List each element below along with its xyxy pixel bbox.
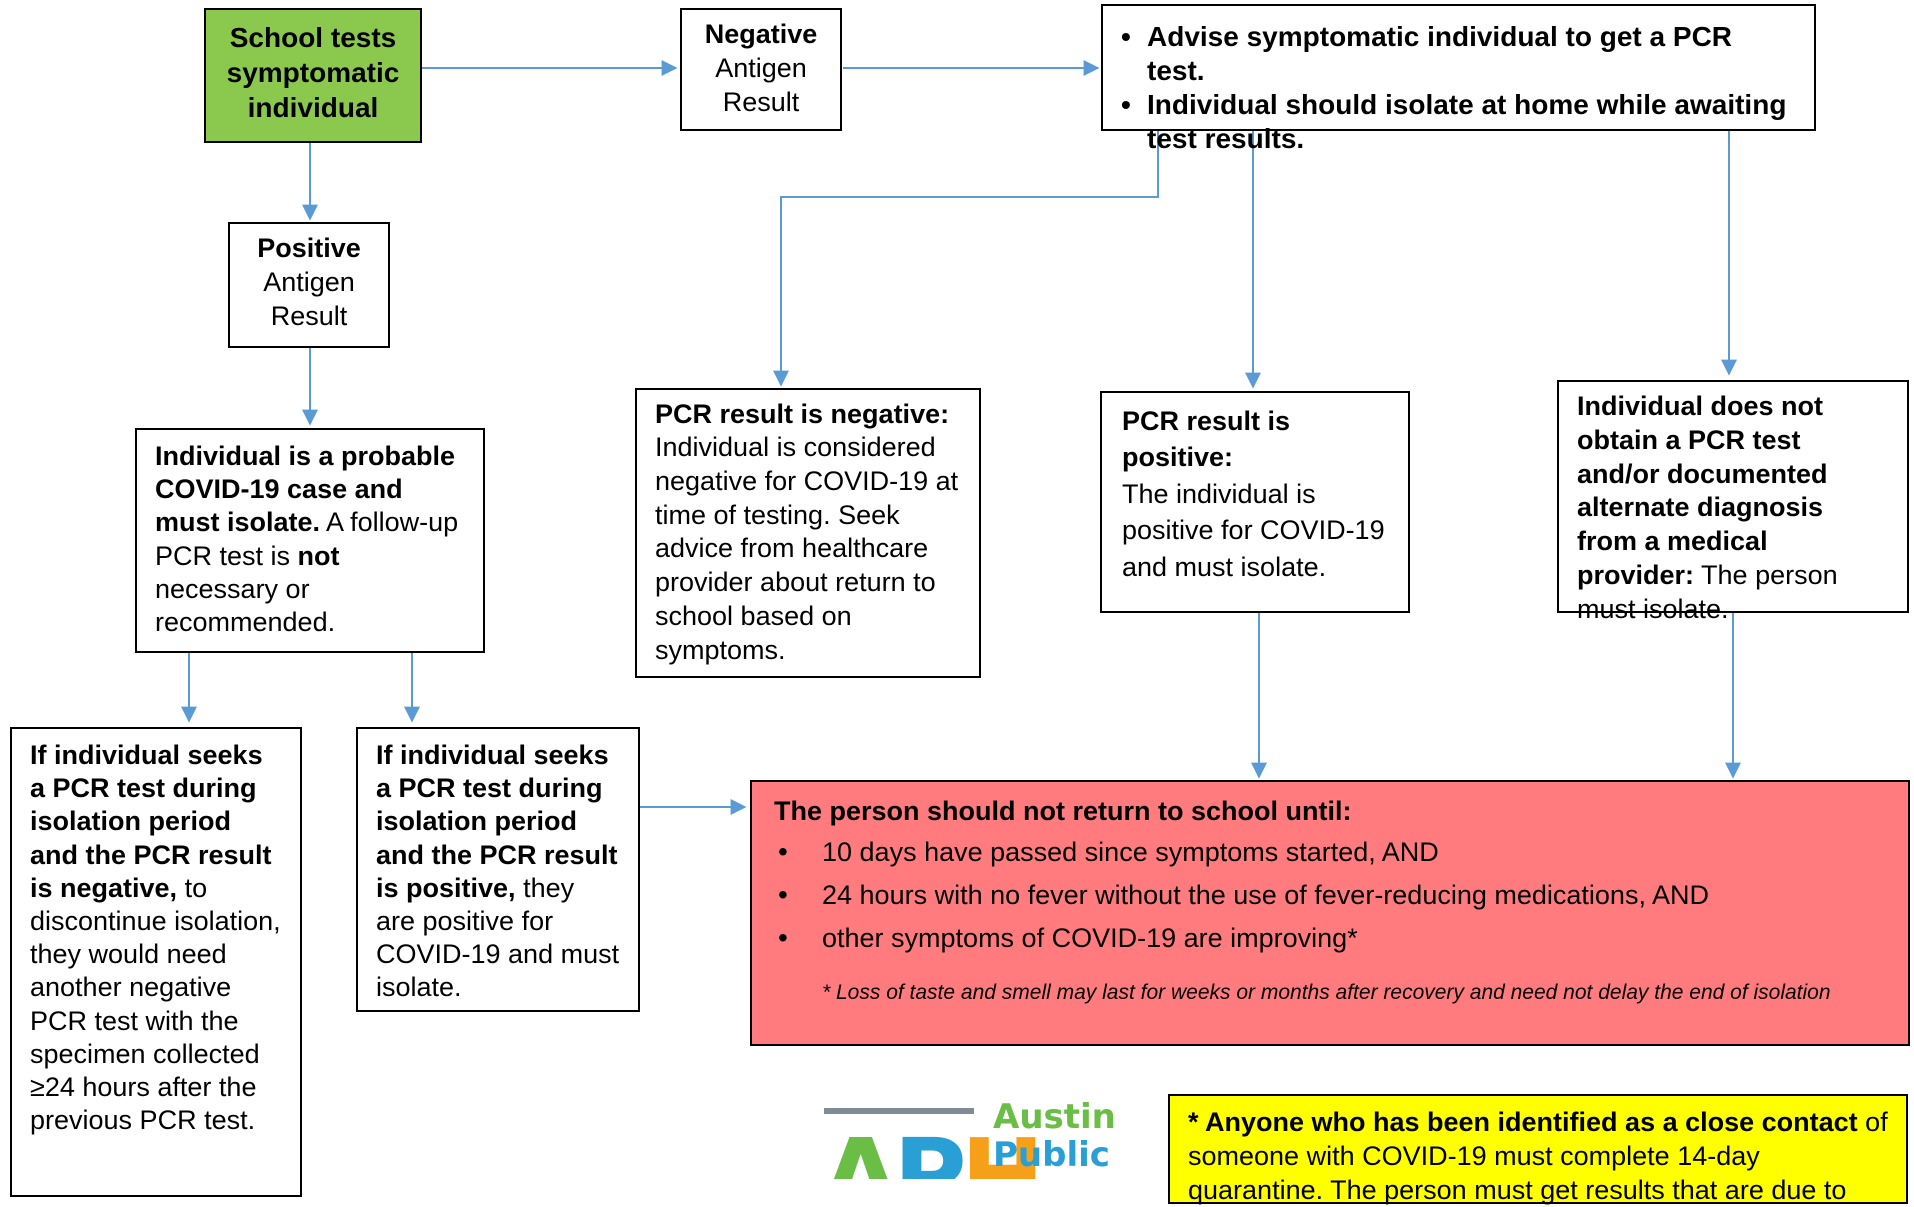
positive-antigen-result: Antigen Result	[263, 266, 355, 331]
negative-antigen-result: Antigen Result	[715, 52, 807, 117]
no-pcr-heading: Individual does not obtain a PCR test an…	[1577, 391, 1828, 590]
no-pcr-text: The person must isolate.	[1577, 559, 1838, 624]
pcr-negative-box: PCR result is negative: Individual is co…	[635, 388, 981, 678]
pcr-negative-heading: PCR result is negative:	[655, 399, 950, 429]
close-contact-box: * Anyone who has been identified as a cl…	[1168, 1094, 1908, 1205]
return-criteria-box: The person should not return to school u…	[750, 780, 1910, 1046]
seeks-pcr-positive-box: If individual seeks a PCR test during is…	[356, 727, 640, 1012]
aph-logo-line1: Austin	[993, 1098, 1116, 1137]
return-criteria-item: 10 days have passed since symptoms start…	[774, 834, 1886, 870]
pcr-positive-box: PCR result is positive: The individual i…	[1100, 391, 1410, 613]
return-criteria-note: * Loss of taste and smell may last for w…	[822, 981, 1831, 1005]
close-contact-heading: * Anyone who has been identified as a cl…	[1188, 1107, 1858, 1137]
connector-layer	[181, 60, 1741, 815]
start-box: School tests symptomatic individual	[204, 8, 422, 143]
seeks-pcr-negative-box: If individual seeks a PCR test during is…	[10, 727, 302, 1197]
pcr-negative-text: Individual is considered negative for CO…	[655, 432, 959, 665]
return-criteria-item: 24 hours with no fever without the use o…	[774, 877, 1886, 913]
negative-antigen-label: Negative	[704, 19, 818, 49]
advise-box: Advise symptomatic individual to get a P…	[1101, 4, 1816, 154]
pcr-positive-heading: PCR result is positive:	[1122, 406, 1291, 473]
no-pcr-box: Individual does not obtain a PCR test an…	[1557, 380, 1909, 624]
advise-item: Advise symptomatic individual to get a P…	[1121, 20, 1794, 88]
positive-antigen-label: Positive	[257, 233, 361, 263]
aph-logo-mark: APH	[822, 1108, 1044, 1179]
probable-case-not: not	[297, 540, 340, 571]
arrow-advise-to-pcr-negative	[773, 131, 1159, 387]
seeks-pcr-negative-text: to discontinue isolation, they would nee…	[30, 872, 281, 1136]
seeks-pcr-positive-text: they are positive for COVID-19 and must …	[376, 872, 620, 1003]
probable-case-text: A follow-up PCR test is	[155, 507, 459, 571]
pcr-positive-text: The individual is positive for COVID-19 …	[1122, 478, 1385, 582]
positive-antigen-box: Positive Antigen Result	[228, 222, 390, 348]
start-text: School tests symptomatic individual	[226, 22, 400, 123]
seeks-pcr-negative-heading: If individual seeks a PCR test during is…	[30, 740, 272, 903]
seeks-pcr-positive-heading: If individual seeks a PCR test during is…	[376, 740, 618, 903]
svg-text:APH: APH	[822, 1117, 1038, 1179]
negative-antigen-box: Negative Antigen Result	[680, 8, 842, 131]
aph-logo: APH Austin Public	[820, 1098, 1140, 1179]
aph-logo-line2: Public	[993, 1135, 1110, 1175]
probable-case-box: Individual is a probable COVID-19 case a…	[135, 428, 485, 653]
probable-case-heading: Individual is a probable COVID-19 case a…	[155, 441, 456, 538]
return-criteria-heading: The person should not return to school u…	[774, 796, 1352, 826]
advise-item: Individual should isolate at home while …	[1121, 88, 1794, 156]
probable-case-text-end: necessary or recommended.	[155, 573, 336, 638]
return-criteria-item: other symptoms of COVID-19 are improving…	[774, 920, 1886, 956]
